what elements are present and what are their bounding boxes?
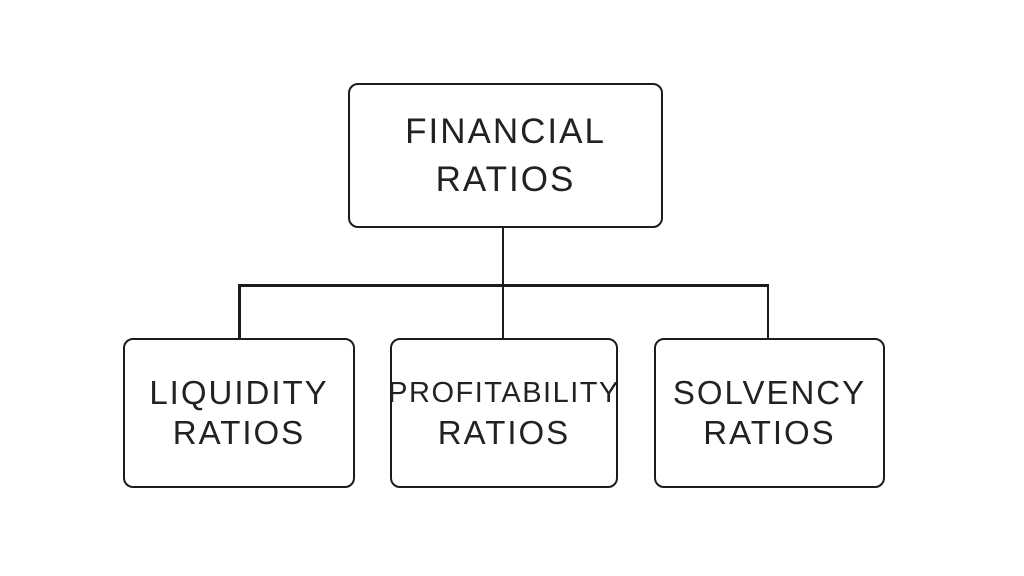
- node-label-line1: SOLVENCY: [672, 374, 867, 411]
- connector-crossbar: [238, 284, 769, 287]
- node-liquidity-ratios: LIQUIDITY RATIOS: [123, 338, 355, 488]
- connector-drop-left: [238, 284, 241, 339]
- node-solvency-ratios: SOLVENCY RATIOS: [654, 338, 885, 488]
- node-profitability-ratios: PROFITABILITY RATIOS: [388, 338, 620, 488]
- node-financial-ratios: FINANCIAL RATIOS: [348, 83, 663, 228]
- node-label-line1: PROFITABILITY: [388, 377, 620, 409]
- connector-drop-right: [766, 284, 769, 339]
- node-label-line1: FINANCIAL: [405, 111, 606, 151]
- node-label-line2: RATIOS: [435, 159, 576, 199]
- node-label-line2: RATIOS: [703, 414, 836, 451]
- node-label-line1: LIQUIDITY: [149, 374, 329, 411]
- connector-stem-center: [501, 227, 504, 339]
- node-label-line2: RATIOS: [437, 414, 571, 451]
- node-label-line2: RATIOS: [172, 414, 306, 451]
